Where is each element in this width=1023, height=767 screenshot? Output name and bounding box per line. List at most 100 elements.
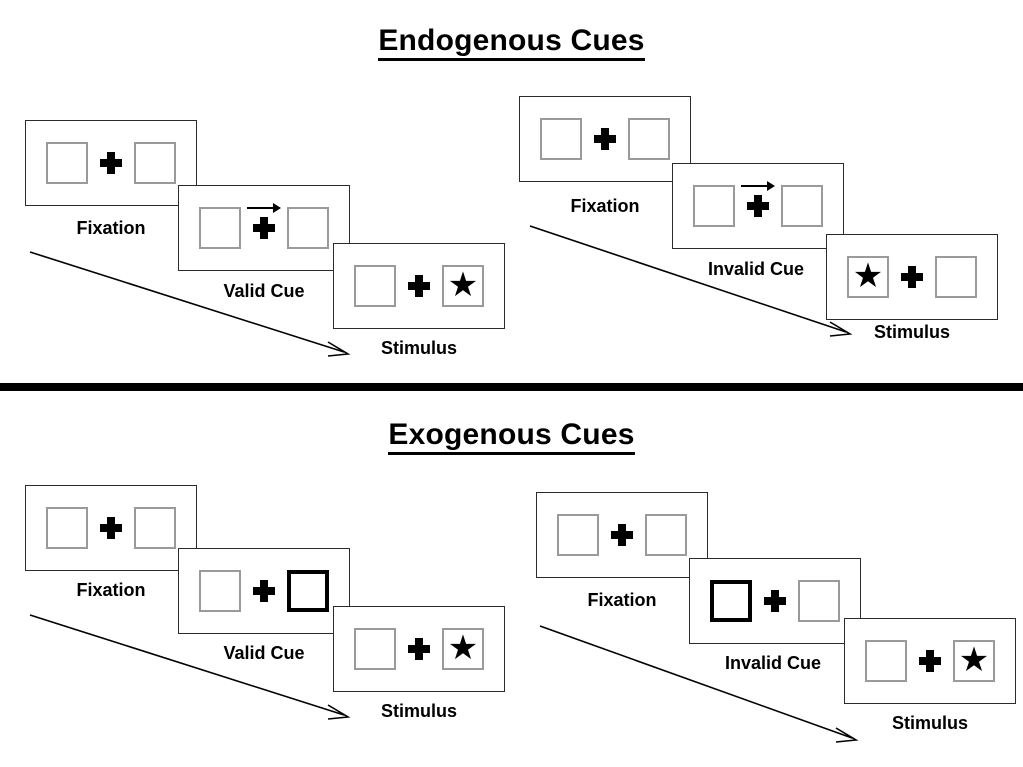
fixation-area: [752, 578, 798, 624]
stimulus-row: [199, 568, 329, 614]
caption-exogenous-invalid-fixation: Fixation: [587, 590, 657, 610]
left-box: [693, 185, 735, 227]
fixation-area: [396, 263, 442, 309]
time-arrow-exogenous-invalid: [539, 625, 859, 743]
fixation-area: [241, 568, 287, 614]
panel-endogenous-valid-cue: [178, 185, 350, 271]
stimulus-row: [46, 505, 176, 551]
panel-endogenous-valid-stimulus: ★: [333, 243, 505, 329]
fixation-cross-icon: [764, 590, 786, 612]
panel-exogenous-invalid-fixation: [536, 492, 708, 578]
caption-endogenous-valid-cue: Valid Cue: [223, 281, 305, 301]
arrow-head: [273, 203, 281, 213]
arrow-head: [767, 181, 775, 191]
stimulus-row: [540, 116, 670, 162]
arrow-cue-right-icon: [247, 203, 281, 213]
fixation-cross-icon: [408, 638, 430, 660]
caption-exogenous-valid-cue: Valid Cue: [223, 643, 305, 663]
left-box: ★: [847, 256, 889, 298]
left-box-cued: [710, 580, 752, 622]
fixation-area: [396, 626, 442, 672]
panel-exogenous-valid-cue: [178, 548, 350, 634]
fixation-area: [735, 181, 781, 229]
fixation-area: [889, 254, 935, 300]
caption-endogenous-invalid-fixation: Fixation: [570, 196, 640, 216]
section-title-exogenous: Exogenous Cues: [0, 418, 1023, 455]
star-icon: ★: [447, 629, 479, 667]
right-box-cued: [287, 570, 329, 612]
left-box: [354, 628, 396, 670]
star-icon: ★: [852, 257, 884, 295]
panel-content: [179, 186, 349, 270]
panel-endogenous-invalid-stimulus: ★: [826, 234, 998, 320]
right-box: [645, 514, 687, 556]
arrow-shaft: [741, 185, 768, 187]
right-box: [134, 142, 176, 184]
panel-content: [179, 549, 349, 633]
right-box: [781, 185, 823, 227]
caption-exogenous-invalid-cue: Invalid Cue: [724, 653, 822, 673]
right-box: ★: [953, 640, 995, 682]
section-title-endogenous: Endogenous Cues: [0, 24, 1023, 61]
panel-endogenous-invalid-fixation: [519, 96, 691, 182]
caption-endogenous-valid-fixation: Fixation: [76, 218, 146, 238]
time-arrow-endogenous-valid: [29, 251, 351, 357]
fixation-cross-icon: [919, 650, 941, 672]
fixation-cross-icon: [611, 524, 633, 546]
panel-content: [690, 559, 860, 643]
fixation-area: [88, 505, 134, 551]
right-box: [935, 256, 977, 298]
fixation-cross-icon: [408, 275, 430, 297]
caption-exogenous-valid-stimulus: Stimulus: [380, 701, 457, 721]
arrow-shaft: [247, 207, 274, 209]
panel-content: [673, 164, 843, 248]
panel-content: [520, 97, 690, 181]
section-title-exogenous-text: Exogenous Cues: [388, 418, 635, 455]
stimulus-row: [46, 140, 176, 186]
right-box: [287, 207, 329, 249]
panel-content: [26, 121, 196, 205]
time-arrow-endogenous-invalid: [529, 225, 853, 337]
fixation-cross-icon: [253, 580, 275, 602]
caption-endogenous-invalid-stimulus: Stimulus: [873, 322, 950, 342]
left-box: [865, 640, 907, 682]
fixation-area: [241, 203, 287, 251]
fixation-cross-icon: [100, 152, 122, 174]
panel-content: ★: [827, 235, 997, 319]
right-box: ★: [442, 265, 484, 307]
right-box: [798, 580, 840, 622]
fixation-cross-icon: [100, 517, 122, 539]
stimulus-row: ★: [354, 263, 484, 309]
left-box: [199, 570, 241, 612]
star-icon: ★: [447, 266, 479, 304]
fixation-area: [599, 512, 645, 558]
star-icon: ★: [958, 641, 990, 679]
panel-exogenous-invalid-stimulus: ★: [844, 618, 1016, 704]
panel-content: ★: [334, 244, 504, 328]
right-box: ★: [442, 628, 484, 670]
fixation-cross-icon: [594, 128, 616, 150]
panel-endogenous-valid-fixation: [25, 120, 197, 206]
left-box: [46, 142, 88, 184]
caption-endogenous-invalid-cue: Invalid Cue: [707, 259, 805, 279]
left-box: [354, 265, 396, 307]
time-arrow-exogenous-valid: [29, 614, 351, 720]
panel-exogenous-valid-stimulus: ★: [333, 606, 505, 692]
arrow-cue-right-icon: [741, 181, 775, 191]
left-box: [540, 118, 582, 160]
left-box: [557, 514, 599, 556]
left-box: [46, 507, 88, 549]
stimulus-row: [557, 512, 687, 558]
caption-exogenous-valid-fixation: Fixation: [76, 580, 146, 600]
stimulus-row: [693, 181, 823, 229]
fixation-cross-icon: [253, 217, 275, 239]
panel-endogenous-invalid-cue: [672, 163, 844, 249]
panel-exogenous-invalid-cue: [689, 558, 861, 644]
left-box: [199, 207, 241, 249]
fixation-cross-icon: [747, 195, 769, 217]
caption-exogenous-invalid-stimulus: Stimulus: [891, 713, 968, 733]
fixation-area: [907, 638, 953, 684]
panel-content: ★: [845, 619, 1015, 703]
section-divider: [0, 383, 1023, 391]
